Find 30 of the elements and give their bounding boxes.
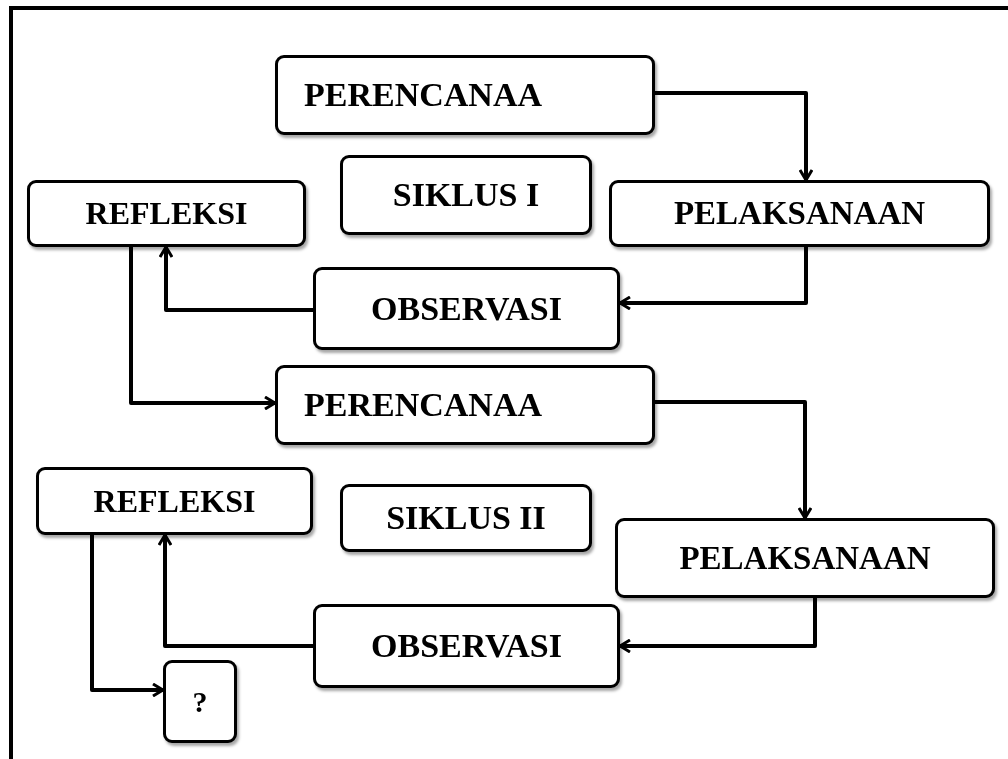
process-box	[27, 180, 306, 247]
process-box	[313, 267, 620, 350]
arrow	[655, 91, 814, 182]
process-box	[340, 155, 592, 235]
box-label: PERENCANAA	[304, 76, 542, 114]
process-box	[275, 55, 655, 135]
box-label: SIKLUS II	[386, 499, 546, 537]
box-label: PELAKSANAAN	[679, 539, 931, 577]
process-box	[275, 365, 655, 445]
arrow	[157, 533, 313, 648]
process-box	[609, 180, 990, 247]
process-box	[340, 484, 592, 552]
box-label: PERENCANAA	[304, 386, 542, 424]
arrow	[655, 400, 813, 520]
arrow	[618, 598, 817, 654]
box-label: ?	[192, 684, 208, 719]
box-label: REFLEKSI	[93, 482, 256, 520]
process-box	[313, 604, 620, 688]
box-label: SIKLUS I	[392, 176, 540, 214]
process-box	[163, 660, 237, 743]
arrow	[90, 535, 165, 698]
process-box	[36, 467, 313, 535]
box-label: REFLEKSI	[85, 195, 248, 232]
process-box	[615, 518, 995, 598]
arrow	[158, 245, 313, 312]
box-label: PELAKSANAAN	[673, 195, 926, 232]
box-label: OBSERVASI	[371, 627, 562, 665]
box-label: OBSERVASI	[371, 289, 562, 328]
arrow	[129, 247, 277, 411]
arrow	[618, 247, 808, 311]
